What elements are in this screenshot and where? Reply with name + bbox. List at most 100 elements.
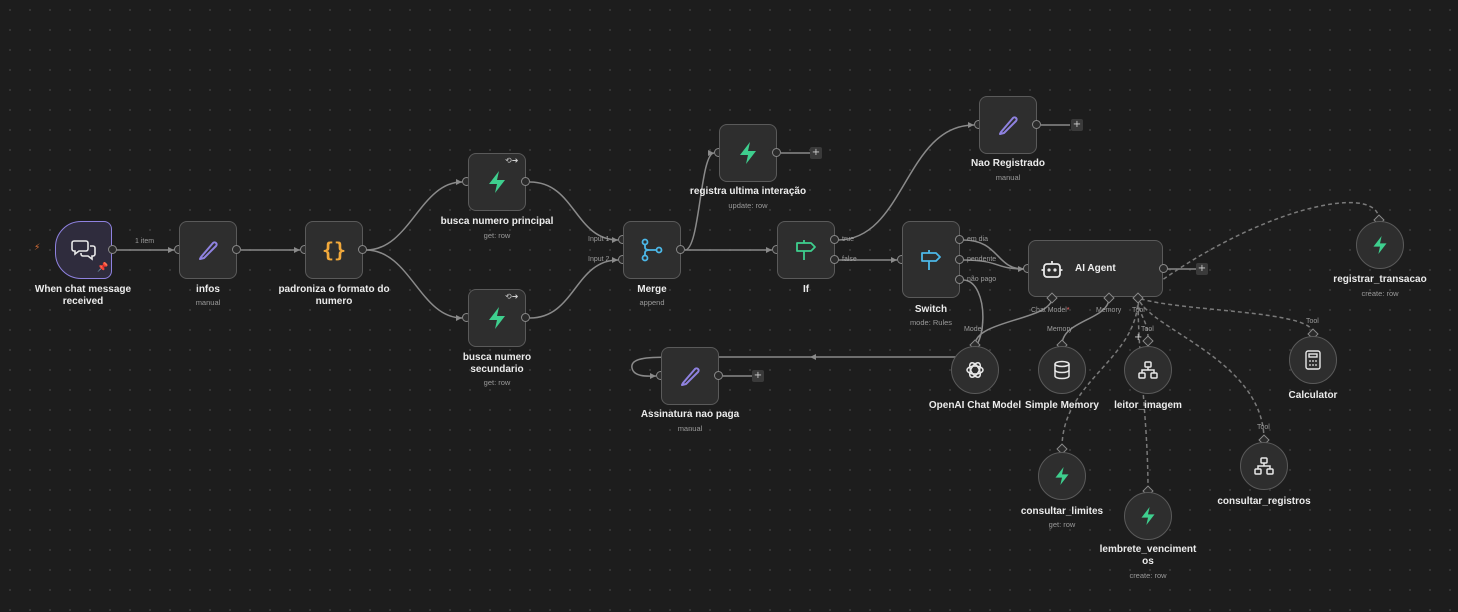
port-assinatura-out[interactable] xyxy=(714,371,723,380)
node-consultar-registros[interactable] xyxy=(1240,442,1288,490)
if-true-label: true xyxy=(842,236,855,243)
node-assinatura-title: Assinatura nao paga xyxy=(640,409,740,420)
node-calculator[interactable] xyxy=(1289,336,1337,384)
pencil-icon xyxy=(199,241,218,260)
merge-input1-label: Input 1 xyxy=(588,236,610,243)
node-busca-secundario[interactable]: ⟲➜ xyxy=(468,289,526,347)
memory-port-label: Memory xyxy=(1047,326,1073,333)
edge-switch-agent-1 xyxy=(962,239,1025,270)
port-padroniza-out[interactable] xyxy=(358,245,367,254)
node-simple-memory[interactable] xyxy=(1038,346,1086,394)
node-registrar-transacao-title: registrar_transacao xyxy=(1333,274,1427,285)
curly-braces-icon: {} xyxy=(321,238,347,262)
port-if-true[interactable] xyxy=(830,235,839,244)
registros-port-label: Tool xyxy=(1257,424,1270,431)
node-merge[interactable] xyxy=(623,221,681,279)
port-infos-out[interactable] xyxy=(232,245,241,254)
calculator-port-label: Tool xyxy=(1306,318,1319,325)
port-switch-out3[interactable] xyxy=(955,275,964,284)
node-registra-subtitle: update: row xyxy=(728,201,768,210)
merge-input2-label: Input 2 xyxy=(588,256,610,263)
node-consultar-limites[interactable] xyxy=(1038,452,1086,500)
node-busca-secundario-subtitle: get: row xyxy=(483,378,511,387)
node-registrar-transacao[interactable] xyxy=(1356,221,1404,269)
node-infos-title: infos xyxy=(196,284,220,295)
node-busca-principal[interactable]: ⟲➜ xyxy=(468,153,526,211)
add-node-button[interactable]: + xyxy=(810,147,822,159)
port-naoregistrado-out[interactable] xyxy=(1032,120,1041,129)
plus-icon[interactable]: + xyxy=(1134,332,1143,343)
node-ai-agent[interactable]: AI Agent xyxy=(1028,240,1163,297)
node-assinatura[interactable] xyxy=(661,347,719,405)
node-infos[interactable] xyxy=(179,221,237,279)
port-registra-out[interactable] xyxy=(772,148,781,157)
add-node-button[interactable]: + xyxy=(752,370,764,382)
leitor-port-label: Tool xyxy=(1141,326,1154,333)
node-if[interactable] xyxy=(777,221,835,279)
pin-icon[interactable]: 📌 xyxy=(97,263,109,273)
node-consultar-limites-title: consultar_limites xyxy=(1020,506,1104,517)
node-if-title: If xyxy=(802,284,810,295)
node-registrar-transacao-subtitle: create: row xyxy=(1361,289,1399,298)
node-registra-title: registra ultima interação xyxy=(689,186,807,197)
sitemap-icon xyxy=(1254,457,1274,475)
execute-once-icon: ⟲➜ xyxy=(505,156,519,165)
node-calculator-title: Calculator xyxy=(1288,390,1338,401)
openai-port-label: Model xyxy=(964,326,984,333)
node-registra[interactable] xyxy=(719,124,777,182)
pencil-icon xyxy=(999,116,1018,135)
node-infos-subtitle: manual xyxy=(195,298,221,307)
node-busca-principal-title: busca numero principal xyxy=(440,216,554,227)
node-lembrete-vencimentos[interactable] xyxy=(1124,492,1172,540)
node-padroniza[interactable]: {} xyxy=(305,221,363,279)
openai-icon xyxy=(966,362,984,378)
node-chat-trigger[interactable]: 📌 xyxy=(55,221,112,279)
node-assinatura-subtitle: manual xyxy=(677,424,703,433)
signpost-icon xyxy=(796,240,816,260)
node-switch[interactable] xyxy=(902,221,960,298)
node-nao-registrado-subtitle: manual xyxy=(995,173,1021,182)
port-principal-out[interactable] xyxy=(521,177,530,186)
chat-bubbles-icon xyxy=(70,240,96,261)
calculator-icon xyxy=(1305,350,1321,370)
node-openai-chat-model[interactable] xyxy=(951,346,999,394)
lightning-bolt-icon xyxy=(1373,236,1387,254)
agent-tool-label: Tool xyxy=(1132,307,1145,314)
port-if-false[interactable] xyxy=(830,255,839,264)
agent-memory-label: Memory xyxy=(1096,307,1122,314)
switch-out2-label: pendente xyxy=(967,256,997,263)
merge-branches-icon xyxy=(641,238,663,262)
database-icon xyxy=(1054,360,1070,380)
if-false-label: false xyxy=(842,256,857,263)
node-nao-registrado[interactable] xyxy=(979,96,1037,154)
lightning-bolt-icon xyxy=(489,171,505,193)
bolt-mark-icon: ⚡ xyxy=(34,243,41,253)
port-agent-out[interactable] xyxy=(1159,264,1168,273)
pencil-icon xyxy=(681,367,700,386)
port-merge-out[interactable] xyxy=(676,245,685,254)
node-leitor-imagem[interactable] xyxy=(1124,346,1172,394)
robot-icon xyxy=(1041,260,1063,278)
node-merge-title: Merge xyxy=(637,284,667,295)
edge-memory-agent xyxy=(1061,297,1110,346)
node-consultar-registros-title: consultar_registros xyxy=(1217,496,1311,507)
port-switch-out2[interactable] xyxy=(955,255,964,264)
add-node-button[interactable]: + xyxy=(1071,119,1083,131)
lightning-bolt-icon xyxy=(489,307,505,329)
port-secundario-out[interactable] xyxy=(521,313,530,322)
node-busca-principal-subtitle: get: row xyxy=(483,231,511,240)
port-switch-out1[interactable] xyxy=(955,235,964,244)
signpost-icon xyxy=(921,249,941,270)
edge-item-count: 1 item xyxy=(135,238,155,245)
node-nao-registrado-title: Nao Registrado xyxy=(971,158,1045,169)
port-leitor-imagem[interactable] xyxy=(1142,335,1154,347)
port-trigger-out[interactable] xyxy=(108,245,117,254)
switch-out1-label: em dia xyxy=(967,236,989,243)
add-node-button[interactable]: + xyxy=(1196,263,1208,275)
node-consultar-limites-subtitle: get: row xyxy=(1048,520,1076,529)
